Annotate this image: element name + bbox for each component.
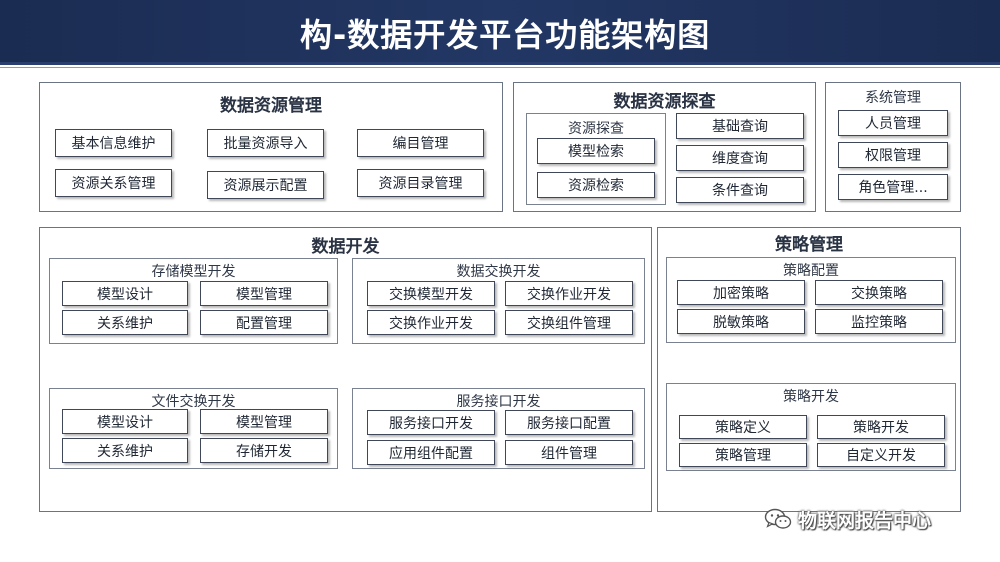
catalog-management-button[interactable]: 编目管理 — [357, 129, 484, 157]
exchange-job-dev-button[interactable]: 交换作业开发 — [367, 310, 495, 335]
header-divider-thin — [0, 67, 1000, 68]
file-exchange-title: 文件交换开发 — [151, 394, 236, 410]
encryption-strategy-button[interactable]: 加密策略 — [677, 280, 805, 305]
batch-import-button[interactable]: 批量资源导入 — [207, 129, 324, 157]
exchange-strategy-button[interactable]: 交换策略 — [815, 280, 943, 305]
condition-query-button[interactable]: 条件查询 — [676, 177, 804, 203]
watermark: 物联网报告中心 — [764, 504, 994, 534]
model-management-button[interactable]: 模型管理 — [200, 281, 328, 306]
storage-development-button[interactable]: 存储开发 — [200, 438, 328, 463]
file-relation-maintenance-button[interactable]: 关系维护 — [62, 438, 188, 463]
strategy-dev-title: 策略开发 — [783, 389, 839, 405]
header-bar: 构-数据开发平台功能架构图 — [0, 0, 1000, 62]
service-api-title: 服务接口开发 — [456, 394, 541, 410]
resource-display-config-button[interactable]: 资源展示配置 — [207, 171, 324, 199]
resource-explore-panel: 数据资源探查 资源探查 模型检索 资源检索 基础查询 维度查询 条件查询 — [513, 82, 816, 212]
resource-explore-subtitle: 资源探查 — [568, 121, 624, 137]
strategy-definition-button[interactable]: 策略定义 — [679, 415, 807, 439]
service-api-config-button[interactable]: 服务接口配置 — [505, 410, 633, 435]
resource-relation-button[interactable]: 资源关系管理 — [55, 169, 172, 197]
data-development-title: 数据开发 — [311, 237, 380, 257]
monitoring-strategy-button[interactable]: 监控策略 — [815, 309, 943, 334]
service-api-group: 服务接口开发 服务接口开发 服务接口配置 应用组件配置 组件管理 — [352, 388, 645, 469]
data-exchange-group: 数据交换开发 交换模型开发 交换作业开发 交换作业开发 交换组件管理 — [352, 258, 645, 344]
resource-management-panel: 数据资源管理 基本信息维护 批量资源导入 编目管理 资源关系管理 资源展示配置 … — [39, 82, 503, 212]
wechat-icon — [764, 508, 792, 529]
resource-search-button[interactable]: 资源检索 — [537, 172, 655, 198]
file-exchange-group: 文件交换开发 模型设计 模型管理 关系维护 存储开发 — [49, 388, 338, 469]
permission-management-button[interactable]: 权限管理 — [838, 142, 948, 168]
desensitization-strategy-button[interactable]: 脱敏策略 — [677, 309, 805, 334]
exchange-job-button[interactable]: 交换作业开发 — [505, 281, 633, 306]
header-divider — [0, 62, 1000, 65]
service-api-dev-button[interactable]: 服务接口开发 — [367, 410, 495, 435]
model-design-button[interactable]: 模型设计 — [62, 281, 188, 306]
data-exchange-title: 数据交换开发 — [456, 264, 541, 280]
config-management-button[interactable]: 配置管理 — [200, 310, 328, 335]
role-management-button[interactable]: 角色管理... — [838, 174, 948, 200]
model-search-button[interactable]: 模型检索 — [537, 138, 655, 164]
basic-info-button[interactable]: 基本信息维护 — [55, 129, 172, 157]
personnel-management-button[interactable]: 人员管理 — [838, 110, 948, 136]
resource-directory-button[interactable]: 资源目录管理 — [357, 169, 484, 197]
system-management-title: 系统管理 — [865, 90, 921, 106]
resource-explore-title: 数据资源探查 — [613, 92, 716, 112]
strategy-dev-group: 策略开发 策略定义 策略开发 策略管理 自定义开发 — [666, 383, 956, 471]
resource-management-title: 数据资源管理 — [220, 96, 322, 116]
storage-model-group: 存储模型开发 模型设计 模型管理 关系维护 配置管理 — [49, 258, 338, 344]
storage-model-title: 存储模型开发 — [151, 264, 236, 280]
component-management-button[interactable]: 组件管理 — [505, 440, 633, 465]
system-management-panel: 系统管理 人员管理 权限管理 角色管理... — [825, 82, 961, 212]
file-model-design-button[interactable]: 模型设计 — [62, 409, 188, 434]
strategy-config-group: 策略配置 加密策略 交换策略 脱敏策略 监控策略 — [666, 257, 956, 343]
custom-development-button[interactable]: 自定义开发 — [817, 443, 945, 467]
dimension-query-button[interactable]: 维度查询 — [676, 145, 804, 171]
page-title: 构-数据开发平台功能架构图 — [300, 16, 711, 54]
file-model-management-button[interactable]: 模型管理 — [200, 409, 328, 434]
strategy-management-panel: 策略管理 策略配置 加密策略 交换策略 脱敏策略 监控策略 策略开发 策略定义 … — [657, 227, 961, 512]
exchange-model-button[interactable]: 交换模型开发 — [367, 281, 495, 306]
basic-query-button[interactable]: 基础查询 — [676, 113, 804, 139]
exchange-component-button[interactable]: 交换组件管理 — [505, 310, 633, 335]
strategy-config-title: 策略配置 — [783, 263, 839, 279]
watermark-text: 物联网报告中心 — [798, 509, 932, 532]
strategy-admin-button[interactable]: 策略管理 — [679, 443, 807, 467]
resource-explore-subgroup: 资源探查 模型检索 资源检索 — [526, 113, 666, 205]
app-component-config-button[interactable]: 应用组件配置 — [367, 440, 495, 465]
strategy-management-title: 策略管理 — [775, 235, 843, 255]
strategy-development-button[interactable]: 策略开发 — [817, 415, 945, 439]
relation-maintenance-button[interactable]: 关系维护 — [62, 310, 188, 335]
data-development-panel: 数据开发 存储模型开发 模型设计 模型管理 关系维护 配置管理 数据交换开发 交… — [39, 227, 652, 512]
